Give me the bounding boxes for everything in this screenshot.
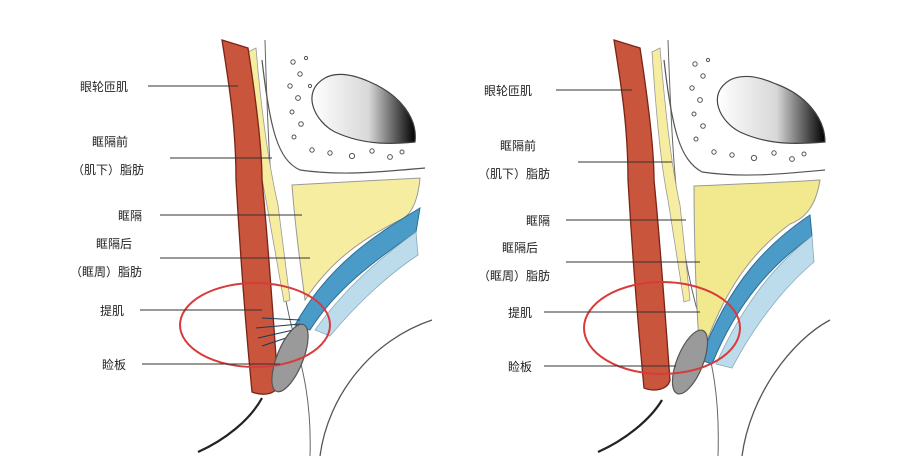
label-tarsus: 睑板	[102, 358, 126, 372]
levator-aponeurosis	[699, 214, 813, 365]
label-post-septal-2: （眶周）脂肪	[478, 268, 550, 283]
highlight-circle	[179, 282, 331, 368]
label-pre-septal-1: 眶隔前	[92, 134, 128, 149]
panel-right: 眼轮匝肌 眶隔前 （肌下）脂肪 眶隔 眶隔后 （眶周）脂肪 提肌 睑板	[478, 39, 831, 456]
highlight-circle	[583, 281, 741, 375]
globe-outline	[319, 319, 433, 456]
orbicularis-muscle	[221, 39, 279, 395]
orbital-rim	[261, 59, 426, 174]
leader-lines	[544, 89, 700, 367]
label-tarsus: 睑板	[508, 360, 532, 374]
tarsus-plate	[271, 323, 309, 393]
label-post-septal-1: 眶隔后	[502, 241, 538, 255]
panel-left: 眼轮匝肌 眶隔前 （肌下）脂肪 眶隔 眶隔后 （眶周）脂肪 提肌 睑板	[70, 39, 433, 456]
label-pre-septal-1: 眶隔前	[500, 138, 536, 153]
label-post-septal-1: 眶隔后	[96, 237, 132, 251]
pre-septal-fat	[651, 47, 691, 303]
globe-outline	[741, 319, 831, 456]
label-orbicularis: 眼轮匝肌	[80, 80, 128, 94]
label-pre-septal-2: （肌下）脂肪	[72, 162, 144, 177]
eyelash	[597, 399, 663, 454]
post-septal-fat	[291, 177, 421, 302]
eyelash	[197, 397, 263, 454]
muller-muscle	[314, 231, 419, 337]
muller-muscle	[715, 235, 815, 369]
orbital-bone	[716, 75, 826, 144]
label-septum: 眶隔	[526, 214, 550, 228]
bone-dots	[287, 55, 405, 160]
label-levator: 提肌	[100, 303, 124, 318]
orbital-rim	[663, 59, 826, 176]
label-orbicularis: 眼轮匝肌	[484, 84, 532, 98]
label-septum: 眶隔	[118, 209, 142, 223]
orbicularis-muscle	[613, 39, 671, 391]
orbital-bone	[311, 73, 416, 144]
skin-outline	[667, 39, 719, 456]
leader-lines	[140, 85, 310, 365]
bone-dots	[689, 57, 807, 162]
label-post-septal-2: （眶周）脂肪	[70, 264, 142, 279]
label-levator: 提肌	[508, 305, 532, 320]
label-pre-septal-2: （肌下）脂肪	[478, 166, 550, 181]
